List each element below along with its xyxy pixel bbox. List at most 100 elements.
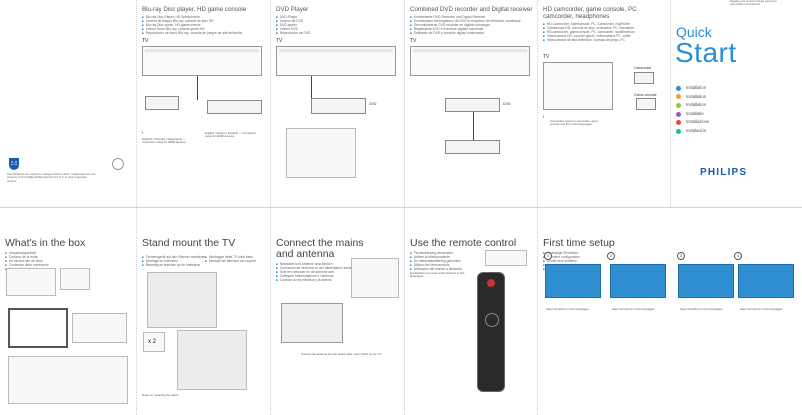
list-item: Erstmalige Einrichten <box>543 251 798 255</box>
list-item: Lettore DVD <box>276 27 400 31</box>
step-number: 4 <box>734 252 742 260</box>
list-item: Videocámara de alta definición, consola … <box>543 38 666 42</box>
stand-note: Notes on mounting the stand. <box>142 393 179 397</box>
battery-illustration <box>485 250 527 266</box>
list-item: Gecombineerde DVD-recorder en digitale o… <box>410 23 533 27</box>
language-list: Fernsehgerät auf den Ständer montieren M… <box>142 255 206 267</box>
list-item: Reproductor de DVD <box>276 31 400 35</box>
settings-menu-illustration <box>286 128 356 178</box>
language-list: HD-Camcorder, Spielkonsole, PC, Camcorde… <box>543 22 666 42</box>
list-item: Connexion de l'antenne et de l'alimentat… <box>276 266 400 270</box>
panel-title: Connect the mains <box>276 237 364 249</box>
setup-step-2-text: Step instructions in five languages. <box>612 307 656 311</box>
register-note: Register your product and get support at… <box>730 0 776 6</box>
philips-shield-icon <box>7 157 21 171</box>
list-item: Combinaison d'enregistreur de DVD et réc… <box>410 19 533 23</box>
dvd-label: DVD <box>503 102 511 106</box>
list-item: Installation <box>676 84 709 93</box>
legal-text: Specifications are subject to change wit… <box>7 172 96 183</box>
list-item: Première configuration <box>543 255 798 259</box>
list-item: Utiliser la télécommande <box>410 255 533 259</box>
power-button-icon <box>487 279 495 287</box>
bottom-half: What's in the box Verpackungsinhalt Cont… <box>0 208 802 415</box>
accessories-illustration <box>8 356 128 404</box>
screw-badge: x 2 <box>143 332 165 352</box>
dot-icon <box>676 128 681 134</box>
dvd-player-illustration <box>311 98 366 114</box>
tv-rear-illustration <box>142 46 262 76</box>
install-label: Instalación <box>686 127 707 133</box>
note-text-left: Deutsch / Français / Nederlands — connec… <box>142 137 187 145</box>
panel-camcorder: HD camcorder, game console, PC camcorder… <box>538 0 671 207</box>
panel-title: Blu-ray Disc player, HD game console <box>142 6 247 13</box>
note-text-right: English / Italiano / Español — connectio… <box>205 131 256 139</box>
setup-step-3-text: Step instructions in five languages. <box>680 307 724 311</box>
panel-remote: Use the remote control Fernbedienung ver… <box>405 208 538 415</box>
panel-box-contents: What's in the box Verpackungsinhalt Cont… <box>0 208 137 415</box>
list-item: Utilizzo del telecomando <box>410 263 533 267</box>
language-list: DVD-Player Lecteur de DVD DVD-speler Let… <box>276 15 400 35</box>
list-item: Montage du téléviseur <box>142 259 205 263</box>
install-label: Installazione <box>686 119 710 125</box>
panel-title: HD camcorder, game console, PC <box>543 6 637 13</box>
list-item: Videocamera HD, console giochi, videocam… <box>543 34 666 38</box>
register-note-line: Register your product and get support at <box>730 0 777 3</box>
list-item: DVD-speler <box>276 23 400 27</box>
navigation-ring-icon <box>485 313 499 327</box>
panel-bluray: Blu-ray Disc player, HD game console Blu… <box>137 0 271 207</box>
install-label: Installation <box>686 102 707 108</box>
list-item: DVD-Player <box>276 15 400 19</box>
tv-rear-illustration <box>281 303 343 343</box>
manual-illustration <box>6 268 56 296</box>
setup-step-4-text: Step instructions in five languages. <box>740 307 784 311</box>
panel-title: Combined DVD recorder and Digital receiv… <box>410 6 533 13</box>
game-console-illustration <box>145 96 179 110</box>
dot-icon <box>676 94 681 100</box>
panel-blank-left: Specifications are subject to change wit… <box>0 0 137 207</box>
tv-label: TV <box>276 38 283 44</box>
list-item: Sluit het netsnoer en de antenne aan <box>276 270 400 274</box>
list-item: Contenu de la boîte <box>5 255 132 259</box>
remote-illustration <box>60 268 90 290</box>
list-item: Installazione <box>676 118 709 127</box>
mains-note: Connect the antenna and the mains cable,… <box>301 352 382 356</box>
list-item: Collegare l'alimentazione e l'antenna <box>276 274 400 278</box>
panel-stand-mount: Stand mount the TV Fernsehgerät auf den … <box>137 208 271 415</box>
warning-icon: ! <box>142 130 144 135</box>
game-console-illustration <box>636 98 656 110</box>
list-item: Utilización del mando a distancia <box>410 267 533 271</box>
panel-subtitle: and antenna <box>276 248 335 260</box>
tv-front-illustration <box>8 308 68 348</box>
list-item: Installation <box>676 101 709 110</box>
language-list: Blu-ray Disc Player, HD Spielkonsole Lec… <box>142 15 266 35</box>
language-list-2: Montaggio della TV sulla base Montaje de… <box>205 255 256 263</box>
list-item: Lecteur de disque Blu-ray, console de je… <box>142 19 266 23</box>
remote-control-illustration <box>477 272 505 392</box>
list-item: Netzkabel und Antenne anschließen <box>276 262 400 266</box>
panel-title: First time setup <box>543 237 615 249</box>
dvd-recorder-illustration <box>445 98 500 112</box>
panel-first-setup: First time setup Erstmalige Einrichten P… <box>538 208 802 415</box>
panel-connect-mains: Connect the mains and antenna Netzkabel … <box>271 208 405 415</box>
bluray-player-illustration <box>207 100 262 114</box>
install-label: Installatie <box>686 110 704 116</box>
step-number: 1 <box>544 252 552 260</box>
list-item: Lecteur de DVD <box>276 19 400 23</box>
list-item: Montaggio della TV sulla base <box>205 255 256 259</box>
list-item: Conecte la red eléctrica y la antena <box>276 278 400 282</box>
step-number: 3 <box>677 252 685 260</box>
list-item: Installation <box>676 93 709 102</box>
tv-label: TV <box>142 38 149 44</box>
language-list: Kombinierter DVD-Recorder und Digital Re… <box>410 15 533 35</box>
list-item: Bevestig de televisie op de voetsteun <box>142 263 205 267</box>
panel-title: What's in the box <box>5 237 86 249</box>
install-label: Installation <box>686 93 707 99</box>
av-cable <box>311 76 312 98</box>
list-item: Blu-ray Disc Player, HD Spielkonsole <box>142 15 266 19</box>
list-item: HD-camcorder, gameconsole, PC, camcorder… <box>543 30 666 34</box>
top-half: Specifications are subject to change wit… <box>0 0 802 207</box>
game-console-label: Game console <box>634 93 657 97</box>
panel-title: Use the remote control <box>410 237 517 249</box>
hdmi-cable <box>197 76 198 100</box>
register-url: www.philips.com/welcome <box>730 3 761 7</box>
